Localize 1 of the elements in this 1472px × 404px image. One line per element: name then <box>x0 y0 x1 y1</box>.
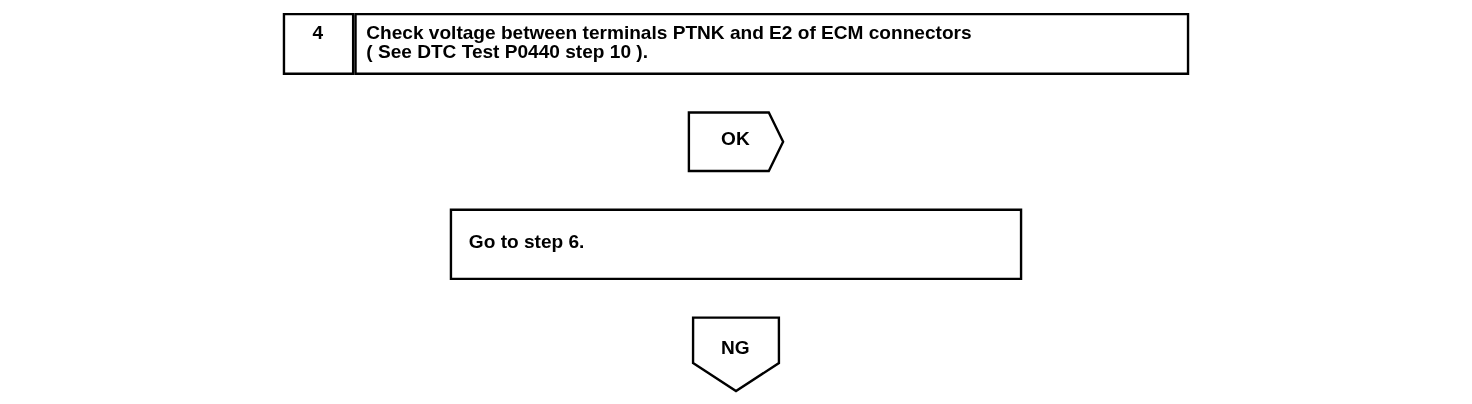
node-box: Go to step 6. <box>449 208 1023 281</box>
